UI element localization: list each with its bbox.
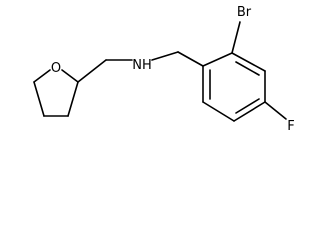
chain-bond	[151, 51, 179, 61]
ring-bond	[67, 81, 79, 117]
ring-bond	[61, 69, 79, 83]
amine-label: NH	[132, 58, 152, 73]
tetrahydrofuran-ring	[33, 69, 79, 117]
molecule-diagram: O NH Br F	[33, 5, 295, 134]
fluorine-bond	[264, 101, 287, 120]
benzene-ring	[202, 52, 266, 122]
linker-chain	[77, 51, 204, 83]
ring-bond	[202, 101, 235, 122]
chain-bond	[177, 51, 204, 67]
double-bond-inner	[235, 98, 260, 114]
oxygen-label: O	[51, 61, 61, 76]
ring-bond	[202, 52, 233, 67]
ring-bond	[33, 81, 45, 117]
ring-bond	[231, 52, 266, 72]
bromine-bond	[231, 21, 241, 54]
chain-bond	[77, 59, 107, 83]
ring-bond	[233, 101, 266, 122]
bromine-label: Br	[237, 5, 252, 20]
double-bond-inner	[235, 61, 260, 76]
fluorine-label: F	[287, 119, 294, 134]
ring-bond	[33, 69, 51, 83]
